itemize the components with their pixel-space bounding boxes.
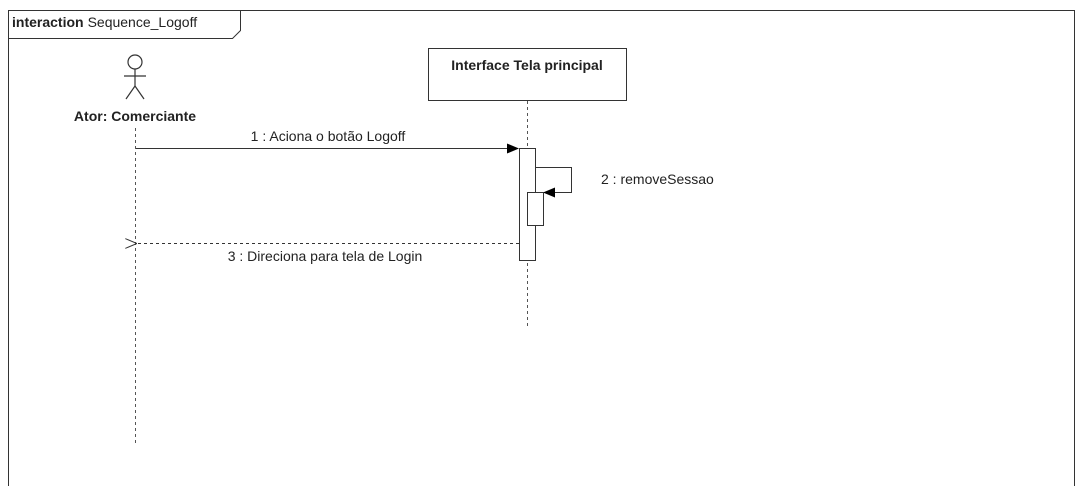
interface-head-box [428, 48, 627, 101]
frame-keyword: interaction [12, 14, 84, 30]
message-2: 2 : removeSessao [535, 167, 714, 198]
frame-name: Sequence_Logoff [88, 14, 198, 30]
message-3-label: 3 : Direciona para tela de Login [228, 248, 423, 264]
message-2-arrow [535, 167, 572, 198]
frame-label-tab [8, 10, 241, 39]
message-3: 3 : Direciona para tela de Login [137, 244, 519, 264]
frame-border [8, 10, 1075, 486]
message-1: 1 : Aciona o botão Logoff [136, 128, 519, 154]
self-call-activation-bar [527, 192, 544, 226]
interface-label: Interface Tela principal [451, 57, 602, 73]
lifeline-actor: Ator: Comerciante [74, 54, 196, 443]
actor-label: Ator: Comerciante [74, 108, 196, 124]
actor-head [127, 54, 143, 70]
actor-left-leg [125, 85, 136, 100]
message-1-label: 1 : Aciona o botão Logoff [251, 128, 406, 144]
message-2-label: 2 : removeSessao [601, 171, 714, 187]
actor-stick-figure-icon [124, 54, 146, 100]
lifeline-interface: Interface Tela principal [428, 48, 627, 327]
actor-right-leg [134, 85, 145, 100]
